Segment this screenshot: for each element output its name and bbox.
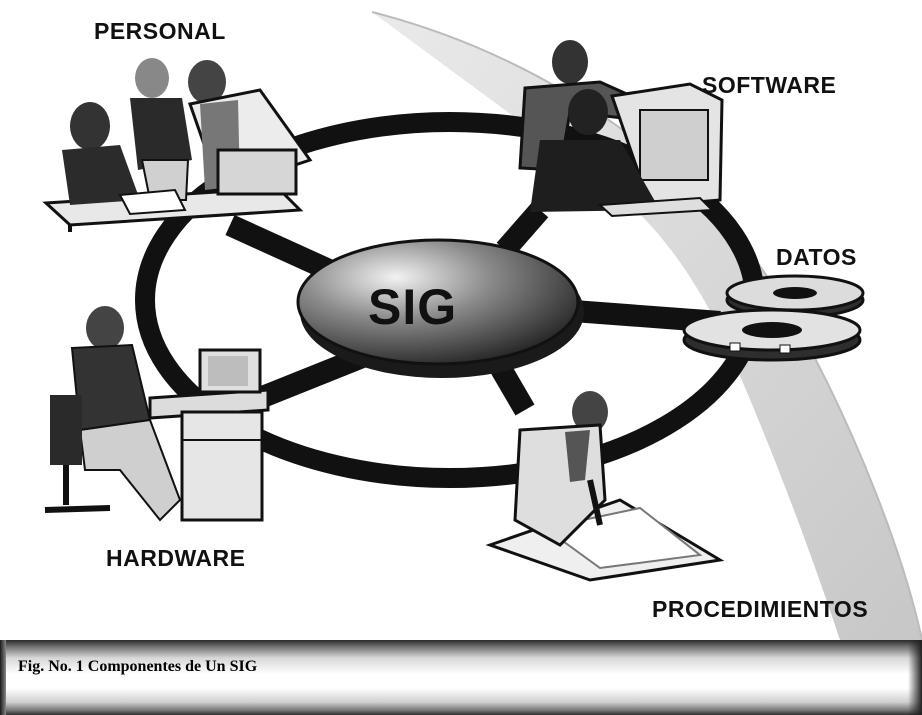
personal-illustration [42, 58, 313, 232]
hub-ellipse [296, 238, 580, 366]
figure-caption: Fig. No. 1 Componentes de Un SIG [18, 658, 258, 675]
hardware-illustration [44, 306, 270, 522]
software-illustration [518, 40, 724, 218]
label-personal: PERSONAL [94, 18, 226, 44]
label-datos: DATOS [776, 244, 857, 270]
label-hardware: HARDWARE [106, 545, 246, 571]
datos-disk-stack [682, 274, 865, 362]
caption-bar: Fig. No. 1 Componentes de Un SIG [0, 640, 922, 715]
hub-label: SIG [368, 279, 458, 335]
sig-components-diagram [42, 11, 922, 640]
light-beam [372, 12, 922, 640]
label-software: SOFTWARE [702, 72, 837, 98]
procedimientos-illustration [485, 391, 725, 582]
label-procedimientos: PROCEDIMIENTOS [652, 596, 869, 622]
